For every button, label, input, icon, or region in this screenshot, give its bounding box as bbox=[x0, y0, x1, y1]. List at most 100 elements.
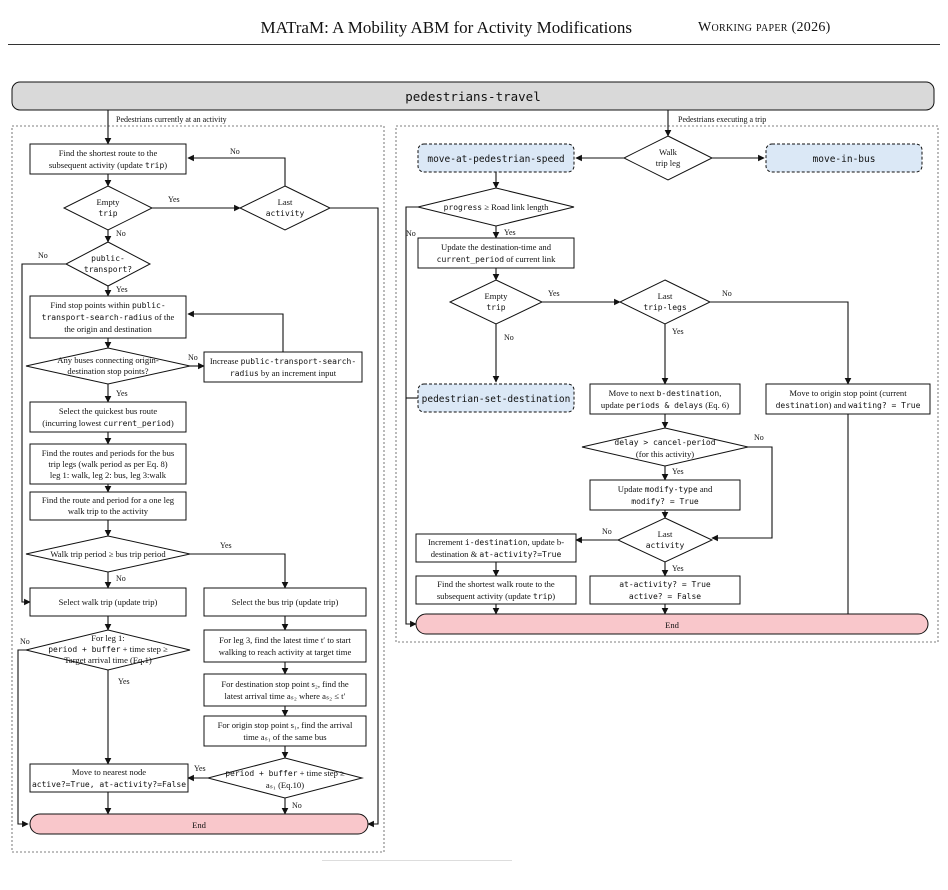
routes-l3: leg 1: walk, leg 2: bus, leg 3:walk bbox=[50, 470, 167, 480]
move-next-l2: update periods & delays (Eq. 6) bbox=[601, 400, 729, 410]
footer-rule bbox=[322, 860, 512, 861]
arrow bbox=[711, 446, 773, 542]
edge-no: No bbox=[292, 801, 302, 810]
proc-pedestrian-set-destination bbox=[417, 383, 575, 413]
arrow bbox=[17, 649, 29, 828]
find-route-line1: Find the shortest route to the bbox=[59, 148, 158, 158]
box-update-dest-time bbox=[417, 237, 575, 269]
oneleg-l2: walk trip to the activity bbox=[68, 506, 149, 516]
paper-title: MATraM: A Mobility ABM for Activity Modi… bbox=[260, 18, 632, 37]
diamond-empty-trip-right bbox=[448, 279, 544, 325]
leg1-l2: period + buffer + time step ≥ bbox=[48, 644, 168, 654]
diamond-period-check bbox=[206, 757, 364, 799]
box-select-quickest bbox=[29, 401, 187, 433]
last-act-r-l1: Last bbox=[658, 529, 673, 539]
empty-trip-l2: trip bbox=[98, 209, 117, 218]
progress-l1: progress ≥ Road link length bbox=[444, 202, 550, 212]
arrow bbox=[187, 154, 286, 186]
edge-no: No bbox=[116, 574, 126, 583]
box-find-stop-points bbox=[29, 295, 187, 339]
right-panel-label: Pedestrians executing a trip bbox=[678, 115, 766, 124]
dest-stop-l2: latest arrival time aₛ₂ where aₛ₂ ≤ t′ bbox=[225, 691, 346, 701]
delay-l1: delay > cancel-period bbox=[614, 438, 715, 447]
arrow bbox=[21, 263, 66, 606]
move-ped-label: move-at-pedestrian-speed bbox=[427, 154, 564, 165]
end-node-right bbox=[415, 613, 929, 635]
edge-no: No bbox=[504, 333, 514, 342]
edge-no: No bbox=[602, 527, 612, 536]
at-activity-l2: active? = False bbox=[629, 592, 701, 601]
box-leg3-latest bbox=[203, 629, 367, 663]
edge-no: No bbox=[188, 353, 198, 362]
modify-l1: Update modify-type and bbox=[618, 484, 713, 494]
diamond-last-activity-right bbox=[616, 517, 714, 563]
increment-l2: destination & at-activity?=True bbox=[431, 549, 562, 559]
edge-yes: Yes bbox=[672, 467, 684, 476]
select-walk-l1: Select walk trip (update trip) bbox=[59, 597, 158, 607]
select-bus-l1: Select the bus trip (update trip) bbox=[232, 597, 339, 607]
edge-yes: Yes bbox=[168, 195, 180, 204]
walk-vs-bus-l1: Walk trip period ≥ bus trip period bbox=[50, 549, 166, 559]
routes-l2: trip legs (walk period as per Eq. 8) bbox=[48, 459, 167, 469]
diamond-public-transport bbox=[64, 241, 152, 287]
edge-yes: Yes bbox=[504, 228, 516, 237]
arrow bbox=[187, 310, 284, 352]
edge-yes: Yes bbox=[116, 389, 128, 398]
proc-move-in-bus bbox=[765, 143, 923, 173]
stop-points-l3: the origin and destination bbox=[64, 324, 152, 334]
edge-no: No bbox=[230, 147, 240, 156]
diamond-last-trip-legs bbox=[618, 279, 712, 325]
root-label: pedestrians-travel bbox=[405, 89, 540, 104]
leg1-l1: For leg 1: bbox=[91, 633, 124, 643]
box-increase-radius bbox=[203, 351, 363, 383]
modify-l2: modify? = True bbox=[631, 497, 699, 506]
public-transport-l2: transport? bbox=[84, 265, 132, 274]
edge-no: No bbox=[116, 229, 126, 238]
left-panel-label: Pedestrians currently at an activity bbox=[116, 115, 227, 124]
box-update-modify bbox=[589, 479, 741, 511]
empty-trip-l1: Empty bbox=[97, 197, 121, 207]
edge-no: No bbox=[722, 289, 732, 298]
move-nearest-l1: Move to nearest node bbox=[72, 767, 146, 777]
diamond-delay-check bbox=[581, 427, 749, 467]
walk-leg-l1: Walk bbox=[659, 147, 678, 157]
edge-yes: Yes bbox=[116, 285, 128, 294]
delay-l2: (for this activity) bbox=[636, 449, 694, 459]
empty-trip-r-l1: Empty bbox=[485, 291, 509, 301]
box-increment bbox=[415, 533, 577, 563]
ped-set-dest-label: pedestrian-set-destination bbox=[422, 394, 571, 405]
move-origin-l2: destination) and waiting? = True bbox=[776, 400, 921, 410]
paper-label: Working paper (2026) bbox=[698, 20, 831, 35]
walk-leg-l2: trip leg bbox=[656, 158, 681, 168]
diamond-empty-trip bbox=[62, 185, 154, 231]
move-bus-label: move-in-bus bbox=[813, 154, 876, 165]
end-right-label: End bbox=[665, 620, 680, 630]
box-select-walk bbox=[29, 587, 187, 617]
last-activity-l1: Last bbox=[278, 197, 293, 207]
box-find-shortest-route bbox=[29, 143, 187, 175]
origin-stop-l2: time aₛ₁ of the same bus bbox=[243, 732, 327, 742]
period-check-l1: period + buffer + time step ≥ bbox=[225, 768, 345, 778]
box-move-origin bbox=[765, 383, 931, 415]
edge-yes: Yes bbox=[220, 541, 232, 550]
move-origin-l1: Move to origin stop point (current bbox=[789, 388, 907, 398]
box-find-one-leg bbox=[29, 491, 187, 521]
edge-no: No bbox=[754, 433, 764, 442]
arrow bbox=[405, 206, 418, 628]
left-panel bbox=[11, 125, 385, 853]
period-check-l2: aₛ₁ (Eq.10) bbox=[266, 780, 304, 790]
edge-yes: Yes bbox=[118, 677, 130, 686]
any-buses-l1: Any buses connecting origin- bbox=[57, 355, 159, 365]
box-select-bus bbox=[203, 587, 367, 617]
quickest-l2: (incurring lowest current_period) bbox=[42, 418, 174, 428]
box-move-next bbox=[589, 383, 741, 415]
edge-no: No bbox=[406, 229, 416, 238]
empty-trip-r-l2: trip bbox=[486, 303, 505, 312]
box-move-nearest bbox=[29, 763, 189, 793]
leg3-l2: walking to reach activity at target time bbox=[219, 647, 352, 657]
quickest-l1: Select the quickest bus route bbox=[59, 406, 158, 416]
move-next-l1: Move to next b-destination, bbox=[609, 388, 722, 398]
end-left-label: End bbox=[192, 820, 207, 830]
diamond-last-activity bbox=[238, 185, 332, 231]
